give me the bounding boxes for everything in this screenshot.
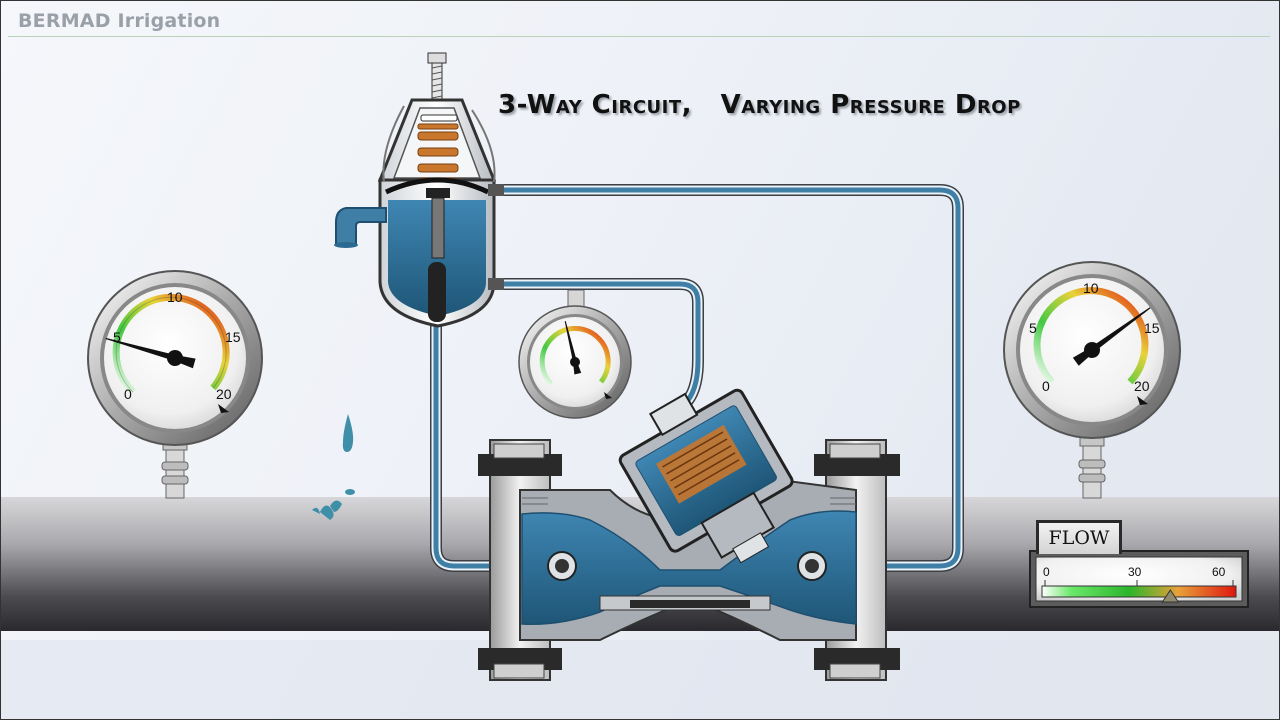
flow-tick-60: 60	[1212, 565, 1226, 579]
gauge-left: 0 5 10 15 20	[87, 270, 263, 499]
flow-tick-0: 0	[1043, 565, 1050, 579]
gauge-right-label-10: 10	[1083, 280, 1099, 296]
gauge-right-needle	[1072, 307, 1151, 366]
flow-meter-marker	[1161, 589, 1180, 603]
flow-tick-30: 30	[1128, 565, 1142, 579]
pilot-valve	[334, 52, 504, 328]
gauge-left-label-5: 5	[113, 329, 121, 345]
gauge-left-needle	[105, 337, 196, 369]
gauge-left-label-20: 20	[216, 386, 232, 402]
flow-label: FLOW	[1036, 520, 1122, 554]
gauge-middle-needle	[564, 321, 582, 375]
gauge-right-label-20: 20	[1134, 378, 1150, 394]
gauge-right-label-5: 5	[1029, 320, 1037, 336]
water-drop-icon	[342, 414, 354, 452]
gauge-right-label-0: 0	[1042, 378, 1050, 394]
header-divider	[8, 36, 1270, 37]
gauge-right: 0 5 10 15 20	[1003, 261, 1181, 499]
flow-meter	[1029, 550, 1249, 608]
gauge-right-label-15: 15	[1144, 320, 1160, 336]
gauge-left-label-10: 10	[167, 289, 183, 305]
main-valve	[478, 388, 900, 681]
page-title: 3-Way Circuit, Varying Pressure Drop	[498, 90, 1021, 120]
gauge-left-label-15: 15	[225, 329, 241, 345]
gauge-middle	[518, 289, 632, 419]
gauge-left-label-0: 0	[124, 386, 132, 402]
brand-logo: BERMAD Irrigation	[18, 10, 221, 32]
splash-icon	[312, 489, 355, 520]
